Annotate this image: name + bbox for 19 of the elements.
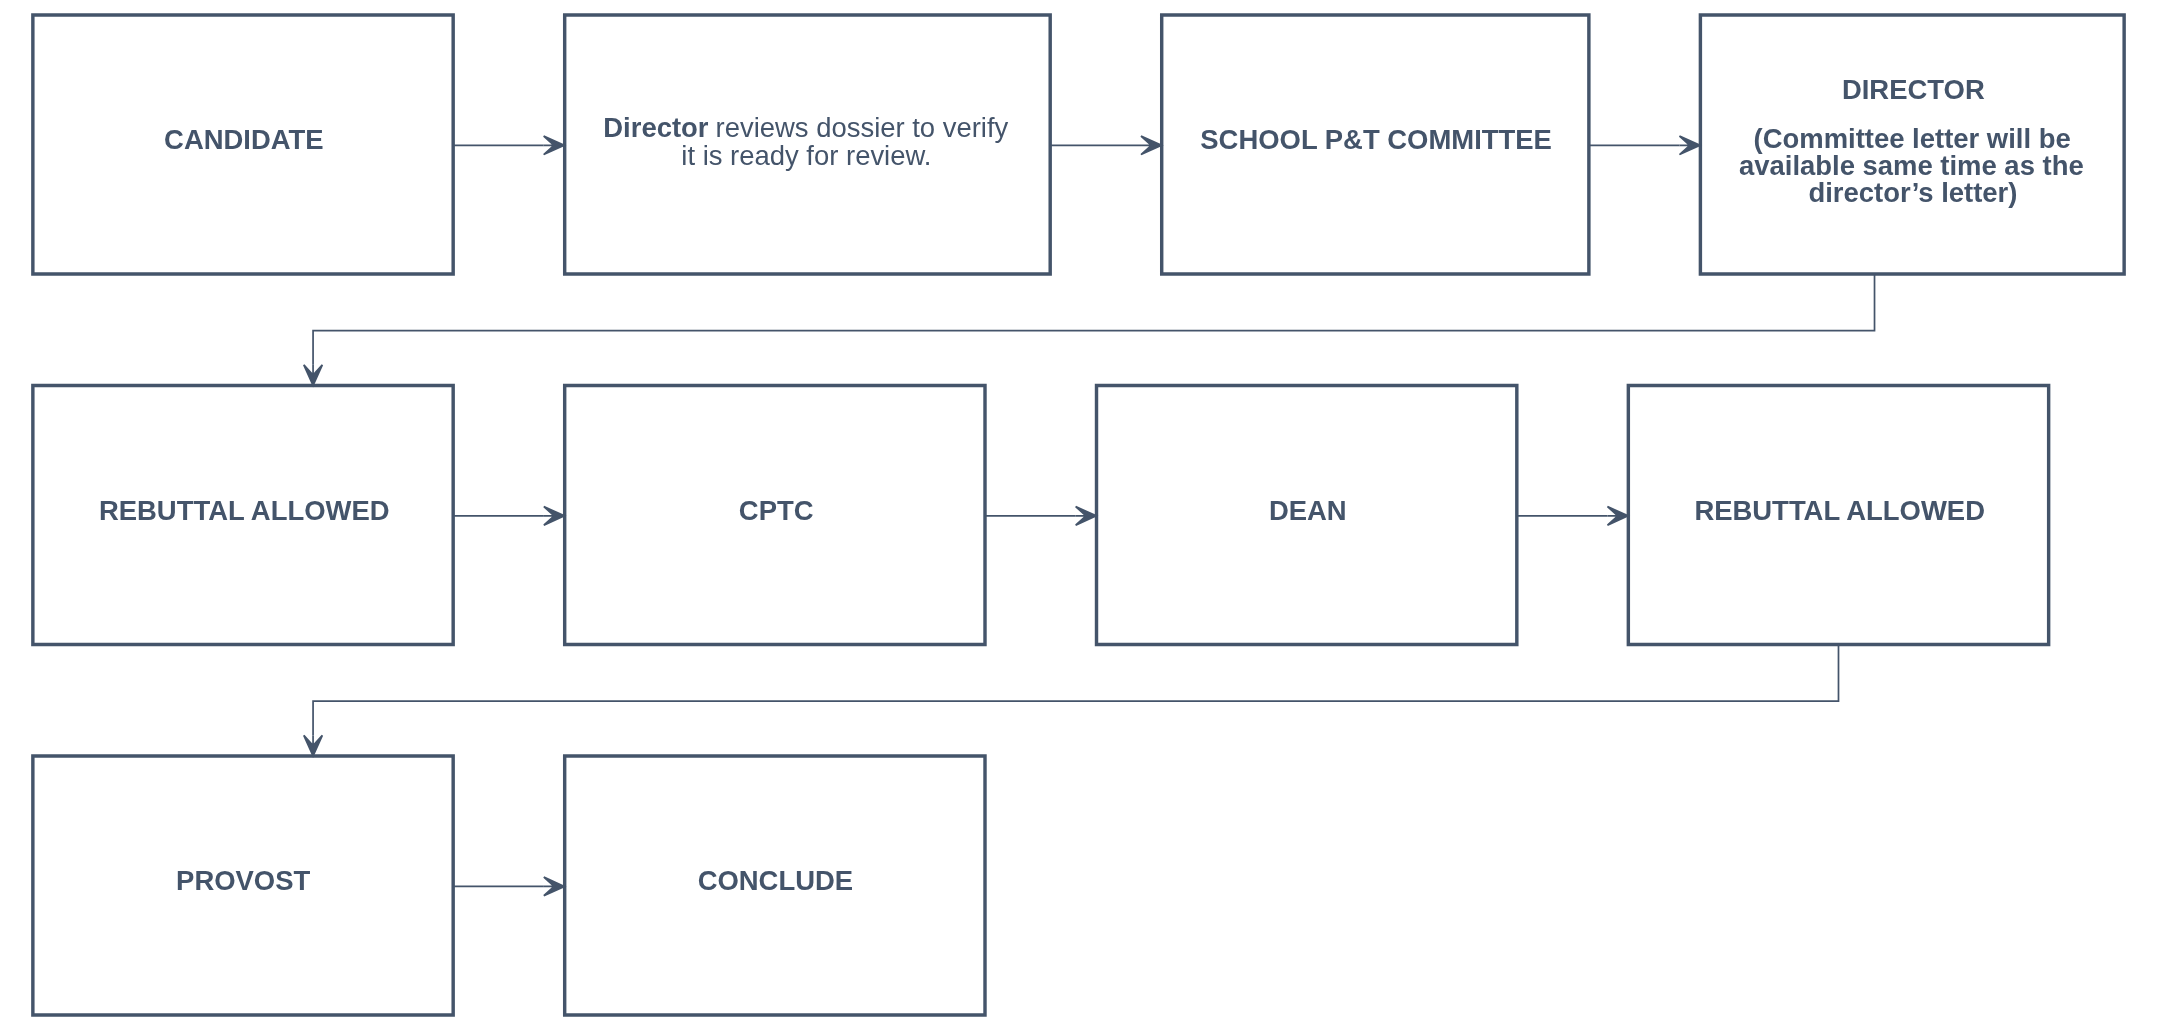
arrow <box>452 135 566 156</box>
node-box: REBUTTAL ALLOWED <box>31 383 455 647</box>
node-box: CANDIDATE <box>31 13 455 276</box>
arrow <box>1516 505 1629 526</box>
arrow <box>302 643 1840 757</box>
node-box: DIRECTOR (Committee letter will be available same time as the director’s letter) <box>1698 13 2126 276</box>
node-box: DEAN <box>1094 383 1519 647</box>
node-box: PROVOST <box>31 754 455 1017</box>
node-box: Director reviews dossier to verify it is ready for review. <box>562 13 1052 276</box>
node-box: CPTC <box>562 383 987 647</box>
node-box: REBUTTAL ALLOWED <box>1626 383 2051 647</box>
arrow <box>984 505 1098 526</box>
arrow <box>302 273 1876 387</box>
arrow <box>452 876 566 897</box>
arrow <box>1588 135 1701 156</box>
arrow <box>452 505 566 526</box>
arrow <box>1049 135 1163 156</box>
node-box: SCHOOL P&T COMMITTEE <box>1160 13 1591 276</box>
node-box: CONCLUDE <box>562 754 987 1017</box>
